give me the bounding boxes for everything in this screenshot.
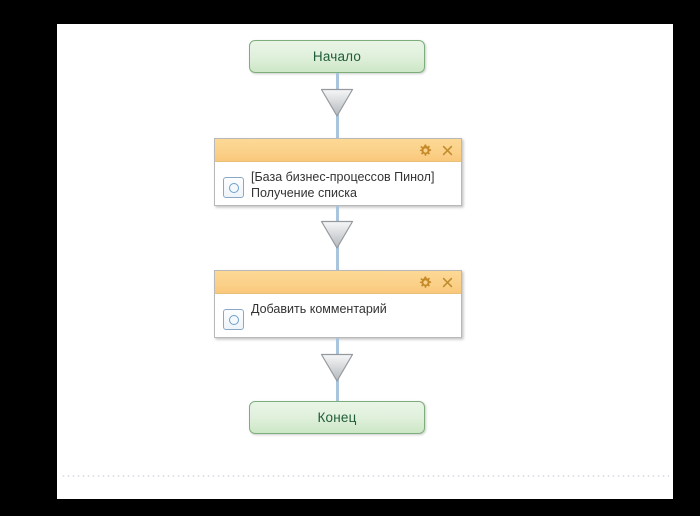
gear-icon[interactable] — [419, 275, 432, 289]
close-icon[interactable] — [441, 276, 454, 289]
node-task-1-header — [215, 139, 461, 162]
node-task-2-header — [215, 271, 461, 294]
node-task-2[interactable]: Добавить комментарий — [214, 270, 462, 338]
node-task-2-label: Добавить комментарий — [251, 302, 387, 316]
rounded-square-circle-icon — [223, 177, 244, 198]
node-end-label: Конец — [317, 410, 357, 425]
node-start-label: Начало — [312, 49, 362, 64]
gear-icon[interactable] — [419, 143, 432, 157]
node-task-2-body: Добавить комментарий — [215, 294, 461, 337]
close-icon[interactable] — [441, 144, 454, 157]
page-footer-dotted-rule — [61, 475, 669, 477]
connector-task1-to-task2-arrowhead — [320, 220, 354, 250]
connector-task2-to-end-arrowhead — [320, 353, 354, 383]
node-start[interactable]: Начало — [249, 40, 425, 73]
diagram-canvas[interactable]: Начало — [57, 24, 673, 499]
node-task-1[interactable]: [База бизнес-процессов Пинол] Получение … — [214, 138, 462, 206]
rounded-square-circle-icon — [223, 309, 244, 330]
connector-start-to-task1-arrowhead — [320, 88, 354, 118]
node-task-1-label: [База бизнес-процессов Пинол] Получение … — [251, 170, 435, 200]
node-task-1-body: [База бизнес-процессов Пинол] Получение … — [215, 162, 461, 205]
node-end[interactable]: Конец — [249, 401, 425, 434]
